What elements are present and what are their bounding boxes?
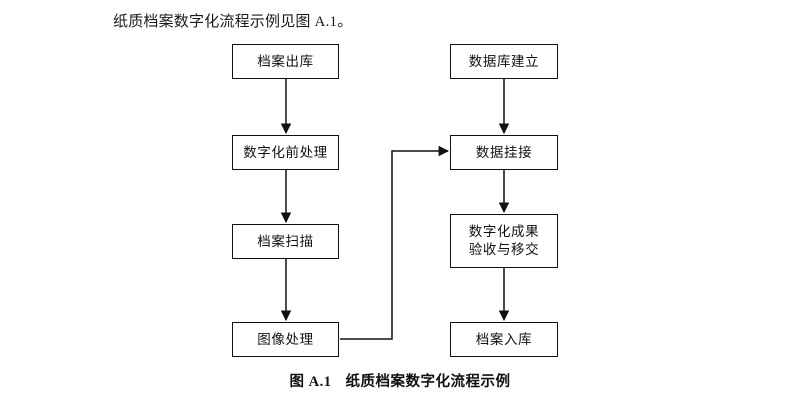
node-pre-digitization[interactable]: 数字化前处理 (232, 135, 339, 170)
node-archive-retrieval[interactable]: 档案出库 (232, 44, 339, 79)
node-pre-digitization-label: 数字化前处理 (243, 144, 328, 160)
node-image-processing-label: 图像处理 (257, 331, 314, 347)
node-archive-return-label: 档案入库 (475, 331, 533, 347)
node-archive-scanning-label: 档案扫描 (257, 233, 314, 249)
node-data-linking[interactable]: 数据挂接 (450, 135, 558, 170)
node-database-creation-label: 数据库建立 (468, 53, 540, 69)
intro-paragraph: 纸质档案数字化流程示例见图 A.1。 (113, 14, 353, 30)
node-image-processing[interactable]: 图像处理 (232, 322, 339, 357)
node-archive-return[interactable]: 档案入库 (450, 322, 558, 357)
node-acceptance-handover[interactable]: 数字化成果 验收与移交 (450, 214, 558, 268)
node-archive-scanning[interactable]: 档案扫描 (232, 224, 339, 259)
node-database-creation[interactable]: 数据库建立 (450, 44, 558, 79)
node-archive-retrieval-label: 档案出库 (257, 53, 314, 69)
node-acceptance-handover-label: 数字化成果 验收与移交 (468, 224, 540, 257)
edge-image-processing-to-data-linking (340, 145, 450, 340)
figure-caption-number: 图 A.1 (289, 374, 332, 390)
figure-caption-title: 纸质档案数字化流程示例 (345, 374, 511, 390)
node-data-linking-label: 数据挂接 (475, 144, 533, 160)
figure-caption: 图 A.1 纸质档案数字化流程示例 (0, 370, 800, 391)
